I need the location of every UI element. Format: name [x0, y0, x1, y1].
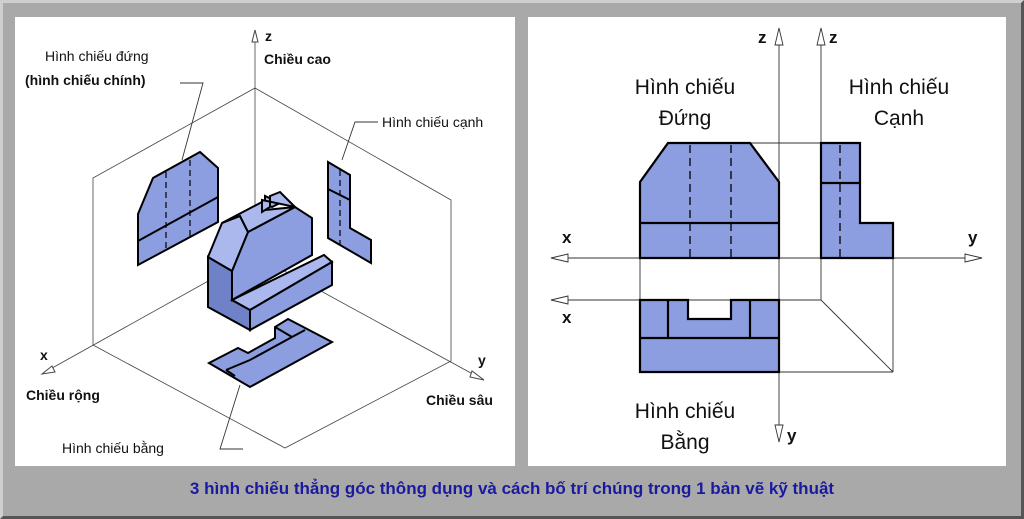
- front-view-alt-label: (hình chiếu chính): [25, 72, 146, 88]
- projection-planes: [44, 40, 481, 449]
- y-bottom-label: y: [787, 426, 797, 445]
- y-right-arrow-icon: [964, 253, 983, 263]
- top-view-title-line1: Hình chiếu: [634, 400, 736, 423]
- front-view-label: Hình chiếu đứng: [45, 48, 149, 64]
- z-axis-label: z: [265, 28, 272, 44]
- leader-lines: [180, 82, 378, 450]
- side-view-label: Hình chiếu cạnh: [382, 114, 484, 130]
- z-arrow-icon: [251, 29, 259, 43]
- x-lower-label: x: [562, 308, 572, 327]
- y-arrow-icon: [469, 370, 485, 381]
- side-view-title-line1: Hình chiếu: [848, 76, 950, 99]
- side-projection: [327, 160, 372, 265]
- front-projection: [137, 150, 219, 267]
- 3d-object: [206, 190, 334, 332]
- side-view-title-line2: Cạnh: [873, 107, 925, 130]
- front-view-title-line2: Đứng: [658, 107, 712, 130]
- width-label: Chiều rộng: [26, 387, 100, 403]
- z-side-arrow-icon: [816, 27, 826, 46]
- x-arrow-icon: [40, 365, 56, 375]
- x-upper-label: x: [562, 228, 572, 247]
- x-upper-arrow-icon: [550, 253, 569, 263]
- y-right-label: y: [968, 228, 978, 247]
- z-front-arrow-icon: [774, 27, 784, 46]
- top-view-title: Hình chiếu Bằng: [620, 396, 750, 458]
- top-view-label: Hình chiếu bằng: [62, 440, 164, 456]
- front-view: [638, 141, 781, 260]
- front-view-title: Hình chiếu Đứng: [620, 72, 750, 134]
- caption: 3 hình chiếu thẳng góc thông dụng và các…: [189, 479, 835, 498]
- y-axis-label: y: [478, 352, 486, 368]
- plane-outline: [92, 87, 452, 449]
- depth-label: Chiều sâu: [426, 392, 493, 408]
- z-side-label: z: [829, 28, 838, 47]
- x-axis-label: x: [40, 347, 48, 363]
- side-view: [819, 141, 895, 260]
- top-projection: [206, 317, 335, 389]
- top-view-title-line2: Bằng: [660, 431, 710, 454]
- y-bottom-arrow-icon: [774, 424, 784, 443]
- height-label: Chiều cao: [264, 51, 331, 67]
- front-view-title-line1: Hình chiếu: [634, 76, 736, 99]
- x-lower-arrow-icon: [550, 295, 569, 305]
- side-view-title: Hình chiếu Cạnh: [834, 72, 964, 134]
- top-view: [638, 298, 781, 374]
- z-front-label: z: [758, 28, 767, 47]
